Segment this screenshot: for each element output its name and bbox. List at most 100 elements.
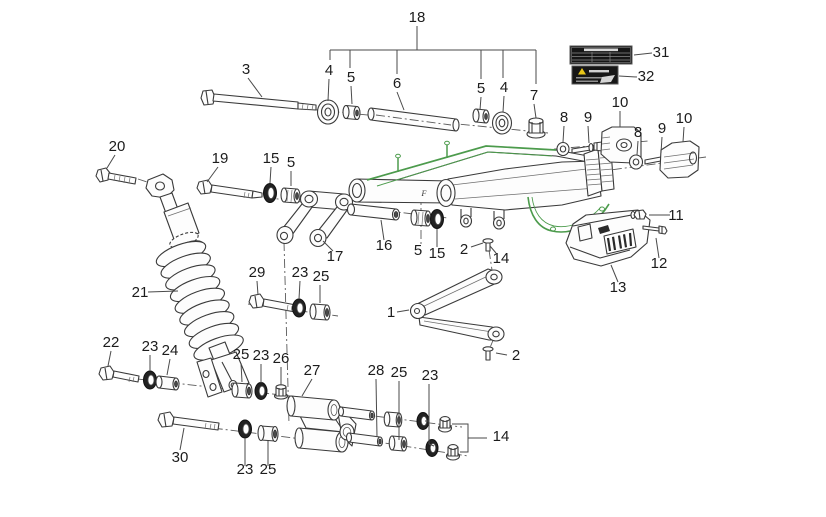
part-23-seal-c: [254, 382, 268, 400]
callout-32: 32: [638, 68, 655, 85]
callout-31: 31: [653, 44, 670, 61]
callout-13: 13: [610, 279, 627, 296]
part-19-bolt: [196, 179, 263, 199]
micro-text-lines: [576, 70, 615, 83]
callout-2-b: 2: [512, 347, 520, 364]
callout-17: 17: [327, 248, 344, 265]
part-4-bearing-left: [316, 99, 340, 125]
callout-3: 3: [242, 61, 250, 78]
part-12-bolt: [642, 225, 668, 235]
part-14-flange-nut-lower: [445, 444, 461, 461]
callout-30: 30: [172, 449, 189, 466]
part-16-sleeve-tube: [346, 203, 401, 221]
part-15-seal-a: [263, 183, 277, 203]
part-5-bushing-c: [280, 187, 301, 204]
micro-text-lines: [572, 48, 630, 62]
part-25-bushing-e: [388, 435, 408, 452]
part-23-seal-f: [425, 439, 439, 457]
part-25-bushing-a: [309, 303, 331, 321]
callout-24: 24: [162, 342, 179, 359]
part-29-bolt: [248, 293, 297, 313]
callout-9-a: 9: [584, 109, 592, 126]
part-6-inner-tube: [367, 107, 460, 132]
chain-slider-lugs: [459, 208, 506, 230]
callout-19: 19: [212, 150, 229, 167]
part-13-chain-guide-block: [565, 209, 651, 267]
callout-21: 21: [132, 284, 149, 301]
part-14-flange-nut-upper: [437, 416, 453, 433]
part-5-spacer-a: [342, 104, 361, 121]
part-5-spacer-b: [472, 108, 490, 124]
callout-12: 12: [651, 255, 668, 272]
coil-spring: [155, 240, 244, 361]
part-3-pivot-axle-bolt: [200, 89, 317, 111]
part-25-bushing-c: [257, 424, 279, 443]
callout-8-b: 8: [634, 124, 642, 141]
callout-16: 16: [376, 237, 393, 254]
callout-15-a: 15: [263, 150, 280, 167]
sticker-32-warning-label: [571, 65, 619, 85]
callout-7: 7: [530, 87, 538, 104]
part-10-adjuster-block-right: [659, 140, 700, 179]
callout-28: 28: [368, 362, 385, 379]
callout-5-c: 5: [287, 154, 295, 171]
callout-10-a: 10: [612, 94, 629, 111]
callout-9-b: 9: [658, 120, 666, 137]
callout-4-b: 4: [500, 79, 508, 96]
part-10-adjuster-block-left: [600, 126, 642, 164]
callout-2-a: 2: [460, 241, 468, 258]
part-18-swingarm: F: [348, 140, 615, 233]
leader-lines: [106, 26, 685, 466]
part-17-linkage-arms: [276, 190, 354, 248]
callout-14-a: 14: [493, 250, 510, 267]
part-28-pin-lower: [345, 432, 384, 447]
part-22-bolt: [98, 365, 140, 383]
callout-8-a: 8: [560, 109, 568, 126]
callout-25-d: 25: [260, 461, 277, 478]
part-8-washer-right: [628, 154, 644, 170]
part-25-bushing-d: [383, 411, 403, 428]
callout-1: 1: [387, 304, 395, 321]
callout-22: 22: [103, 334, 120, 351]
part-5-bushing-d: [410, 209, 432, 227]
callout-25-c: 25: [391, 364, 408, 381]
callout-26: 26: [273, 350, 290, 367]
callout-25-a: 25: [313, 268, 330, 285]
part-26-nut: [273, 384, 289, 400]
part-4-bearing-right: [491, 111, 513, 135]
sticker-31-information-label: [569, 45, 633, 65]
callout-27: 27: [304, 362, 321, 379]
callout-14-b: 14: [493, 428, 510, 445]
callout-10-b: 10: [676, 110, 693, 127]
part-30-bolt: [157, 411, 220, 431]
part-23-seal-e: [416, 412, 430, 430]
callout-23-d: 23: [422, 367, 439, 384]
forging-mark: F: [421, 189, 427, 198]
callout-5-a: 5: [347, 69, 355, 86]
callout-20: 20: [109, 138, 126, 155]
callout-29: 29: [249, 264, 266, 281]
callouts: 18 3 4 5 6 5 4 7 31 32 8 9 10 8 9 10 20 …: [103, 9, 693, 478]
part-24-spacer: [155, 375, 180, 391]
part-2-screw-top: [482, 238, 494, 252]
callout-23-a: 23: [292, 264, 309, 281]
callout-5-d: 5: [414, 242, 422, 259]
callout-4-a: 4: [325, 62, 333, 79]
callout-5-b: 5: [477, 80, 485, 97]
warning-triangle-icon: [578, 68, 586, 75]
callout-23-e: 23: [237, 461, 254, 478]
callout-23-c: 23: [253, 347, 270, 364]
part-7-flange-nut: [526, 117, 546, 139]
part-28-pin-upper: [337, 406, 376, 421]
part-23-seal-d: [238, 419, 252, 439]
callout-18: 18: [409, 9, 426, 26]
callout-11: 11: [668, 207, 684, 224]
part-21-shock-absorber: [145, 173, 250, 398]
part-1-chain-slider: [409, 268, 505, 342]
callout-6: 6: [393, 75, 401, 92]
part-15-seal-b: [430, 209, 444, 229]
chain-rail-highlight: [366, 140, 557, 187]
callout-25-b: 25: [233, 346, 250, 363]
